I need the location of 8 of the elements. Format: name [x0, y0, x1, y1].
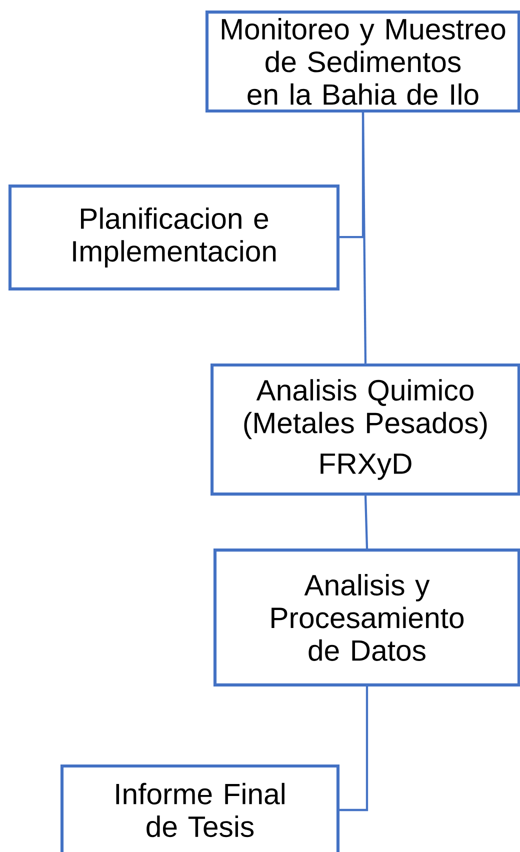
process-box: Informe Final de Tesis — [60, 764, 340, 852]
connector-line — [340, 686, 368, 812]
process-box: Analisis Quimico (Metales Pesados) FRXyD — [210, 363, 520, 496]
connector-line — [362, 112, 367, 364]
connector-line — [364, 496, 368, 549]
process-box: Planificacion e Implementacion — [8, 184, 340, 290]
process-box: Analisis y Procesamiento de Datos — [213, 548, 520, 686]
process-box: Monitoreo y Muestreo de Sedimentos en la Bahia de Ilo — [205, 10, 520, 112]
